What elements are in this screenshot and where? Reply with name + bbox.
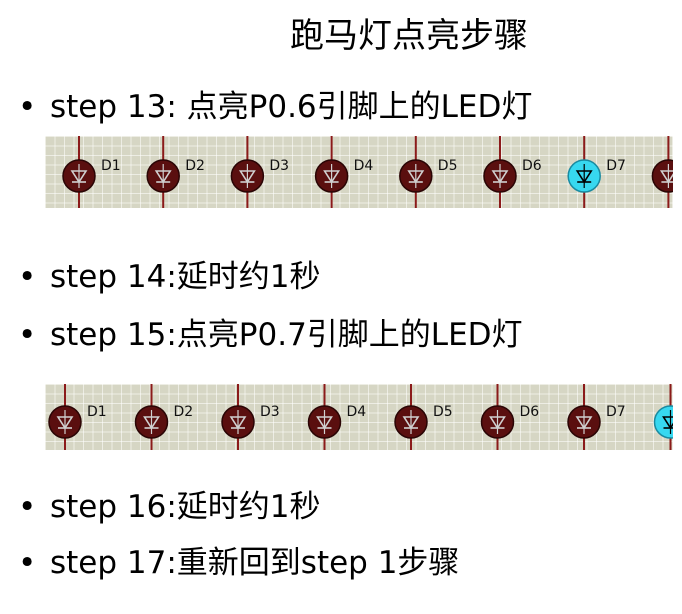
step-17-bullet: • step 17:重新回到step 1步骤 bbox=[18, 542, 459, 584]
led-d1: D1 bbox=[62, 136, 121, 208]
led-d2: D2 bbox=[146, 136, 205, 208]
step-17-text: step 17:重新回到step 1步骤 bbox=[50, 545, 460, 581]
led-strip-svg: D1 D2 D3 D4 D5 D6 D7 D8 bbox=[62, 136, 673, 208]
led-d6: D6 bbox=[480, 384, 540, 450]
led-d4: D4 bbox=[314, 136, 374, 208]
led-strip-2: D1 D2 D3 D4 D5 D6 D7 D8 bbox=[45, 384, 673, 450]
led-d5: D5 bbox=[394, 384, 453, 450]
step-14-bullet: • step 14:延时约1秒 bbox=[18, 256, 321, 298]
step-15-bullet: • step 15:点亮P0.7引脚上的LED灯 bbox=[18, 314, 523, 356]
led-label: D3 bbox=[260, 404, 280, 420]
step-16-bullet: • step 16:延时约1秒 bbox=[18, 486, 321, 528]
step-14-text: step 14:延时约1秒 bbox=[50, 259, 321, 295]
led-label: D4 bbox=[347, 404, 367, 420]
step-13-bullet: • step 13: 点亮P0.6引脚上的LED灯 bbox=[18, 86, 532, 128]
led-d4: D4 bbox=[307, 384, 367, 450]
led-d8: D8 bbox=[653, 384, 673, 450]
led-d6: D6 bbox=[483, 136, 542, 208]
slide-title: 跑马灯点亮步骤 bbox=[290, 16, 528, 56]
led-d3: D3 bbox=[221, 384, 280, 450]
led-d3: D3 bbox=[230, 136, 289, 208]
led-label: D2 bbox=[174, 404, 194, 420]
led-label: D1 bbox=[101, 158, 121, 174]
step-13-text: step 13: 点亮P0.6引脚上的LED灯 bbox=[50, 89, 533, 125]
led-label: D2 bbox=[185, 158, 205, 174]
led-lit-body bbox=[653, 405, 673, 439]
led-label: D5 bbox=[433, 404, 453, 420]
led-label: D6 bbox=[520, 404, 540, 420]
led-label: D6 bbox=[522, 158, 542, 174]
led-label: D4 bbox=[354, 158, 374, 174]
bullet-dot: • bbox=[18, 545, 37, 581]
led-d7: D7 bbox=[567, 136, 626, 208]
bullet-dot: • bbox=[18, 317, 37, 353]
bullet-dot: • bbox=[18, 89, 37, 125]
led-label: D1 bbox=[87, 404, 107, 420]
bullet-dot: • bbox=[18, 259, 37, 295]
led-label: D7 bbox=[606, 158, 626, 174]
led-d7: D7 bbox=[567, 384, 626, 450]
led-d8: D8 bbox=[651, 136, 673, 208]
led-off-body bbox=[651, 159, 673, 193]
step-16-text: step 16:延时约1秒 bbox=[50, 489, 321, 525]
led-d2: D2 bbox=[134, 384, 194, 450]
led-strip-svg: D1 D2 D3 D4 D5 D6 D7 D8 bbox=[48, 384, 673, 450]
led-label: D5 bbox=[438, 158, 458, 174]
step-15-text: step 15:点亮P0.7引脚上的LED灯 bbox=[50, 317, 523, 353]
led-label: D7 bbox=[606, 404, 626, 420]
led-d5: D5 bbox=[399, 136, 458, 208]
led-d1: D1 bbox=[48, 384, 107, 450]
led-label: D3 bbox=[269, 158, 289, 174]
led-strip-1: D1 D2 D3 D4 D5 D6 D7 D8 bbox=[45, 136, 673, 208]
bullet-dot: • bbox=[18, 489, 37, 525]
